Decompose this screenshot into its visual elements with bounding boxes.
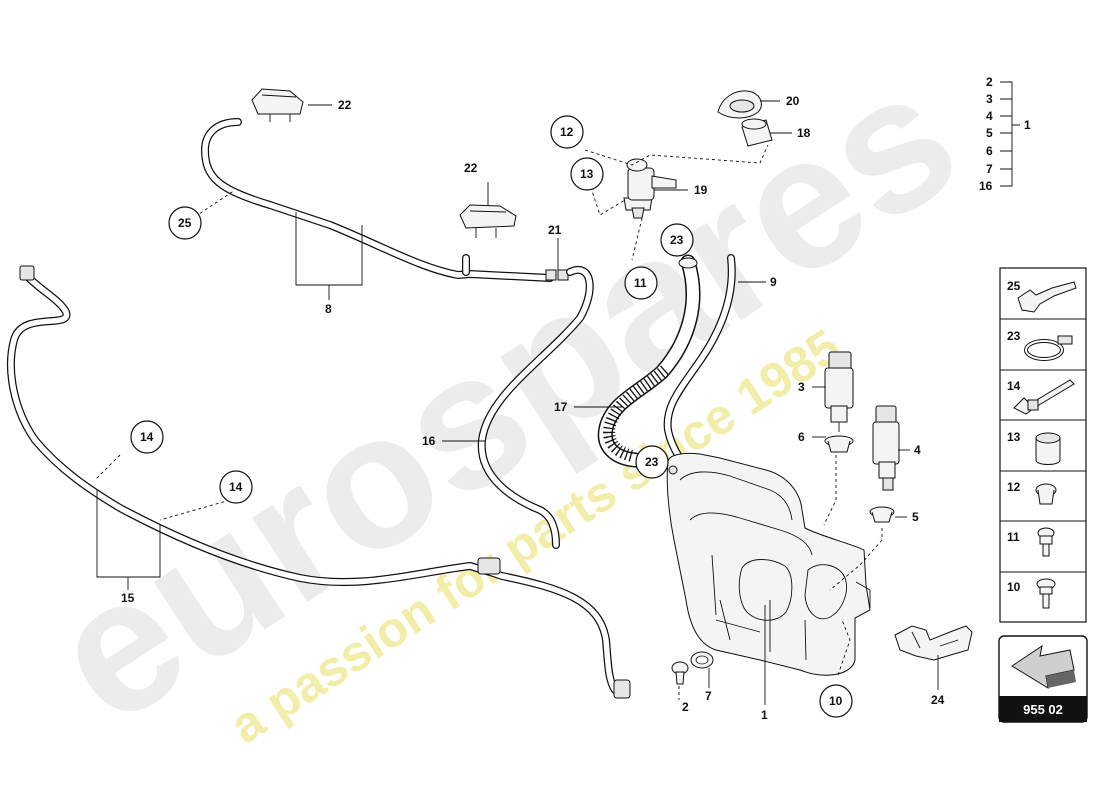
legend-label: 10 <box>1007 580 1021 594</box>
callout-2: 2 <box>682 700 689 714</box>
callout-25: 25 <box>178 216 192 230</box>
group-item: 16 <box>979 179 993 193</box>
hose-9 <box>663 254 736 466</box>
callout-6: 6 <box>798 430 805 444</box>
legend-label: 11 <box>1007 530 1020 544</box>
callout-labels: 22 22 25 8 21 12 13 19 20 18 23 11 9 17 … <box>121 94 945 722</box>
legend-label: 25 <box>1007 279 1021 293</box>
group-item: 2 <box>986 75 993 89</box>
hose-clamp-icon <box>1024 335 1073 361</box>
pump-4 <box>872 405 900 491</box>
callout-21: 21 <box>548 223 562 237</box>
assembly-group-list: 2 3 4 5 6 7 16 1 <box>979 75 1031 193</box>
callout-22: 22 <box>338 98 352 112</box>
nozzle-22-upper <box>251 88 304 122</box>
legend-label: 13 <box>1007 430 1021 444</box>
callout-14: 14 <box>140 430 154 444</box>
callout-24: 24 <box>931 693 945 707</box>
hose-8 <box>201 118 554 282</box>
callout-14: 14 <box>229 480 243 494</box>
hose-16 <box>477 266 594 549</box>
legend-label: 12 <box>1007 480 1021 494</box>
rubber-bush-icon <box>1035 432 1061 465</box>
grommet-6 <box>824 435 854 453</box>
nut-icon <box>1035 483 1057 505</box>
group-total: 1 <box>1024 118 1031 132</box>
filler-cap-20 <box>717 90 762 119</box>
callout-10: 10 <box>829 694 843 708</box>
callout-20: 20 <box>786 94 800 108</box>
fastener-legend: 25 23 14 13 12 11 1 <box>999 267 1087 623</box>
screw-icon <box>1036 578 1056 609</box>
callout-19: 19 <box>694 183 708 197</box>
group-item: 6 <box>986 144 993 158</box>
page-code: 955 02 <box>1023 702 1063 717</box>
callout-4: 4 <box>914 443 921 457</box>
group-item: 7 <box>986 162 993 176</box>
callout-8: 8 <box>325 302 332 316</box>
group-item: 4 <box>986 109 993 123</box>
legend-label: 23 <box>1007 329 1021 343</box>
pump-3 <box>824 351 854 432</box>
dashed-leaders <box>94 144 883 700</box>
group-item: 5 <box>986 126 993 140</box>
callout-1: 1 <box>761 708 768 722</box>
hose-15 <box>6 265 631 699</box>
callout-22: 22 <box>464 161 478 175</box>
callout-3: 3 <box>798 380 805 394</box>
solid-leaders <box>96 81 1020 705</box>
cable-tie-icon <box>1013 379 1075 415</box>
callout-23: 23 <box>645 455 659 469</box>
page-reference: 955 02 <box>998 635 1088 723</box>
callout-9: 9 <box>770 275 777 289</box>
callout-16: 16 <box>422 434 436 448</box>
nozzle-22-lower <box>459 204 517 238</box>
callout-17: 17 <box>554 400 568 414</box>
callout-5: 5 <box>912 510 919 524</box>
grommet-5 <box>869 506 895 523</box>
callout-11: 11 <box>634 276 647 290</box>
reservoir-tank-1 <box>666 452 871 676</box>
arrow-icon <box>1011 644 1076 689</box>
circled-callouts <box>130 115 853 718</box>
group-item: 3 <box>986 92 993 106</box>
callout-18: 18 <box>797 126 811 140</box>
clip-icon <box>1017 281 1077 313</box>
hose-17 <box>597 254 701 468</box>
screw-2 <box>671 661 689 685</box>
washer-7 <box>690 651 714 669</box>
legend-label: 14 <box>1007 379 1021 393</box>
callout-15: 15 <box>121 591 135 605</box>
callout-7: 7 <box>705 689 712 703</box>
callout-23: 23 <box>670 233 684 247</box>
callout-12: 12 <box>560 125 574 139</box>
callout-13: 13 <box>580 167 594 181</box>
pump-19 <box>623 158 677 219</box>
seal-18 <box>741 118 773 147</box>
bracket-24 <box>894 625 973 661</box>
bolt-icon <box>1037 527 1055 557</box>
